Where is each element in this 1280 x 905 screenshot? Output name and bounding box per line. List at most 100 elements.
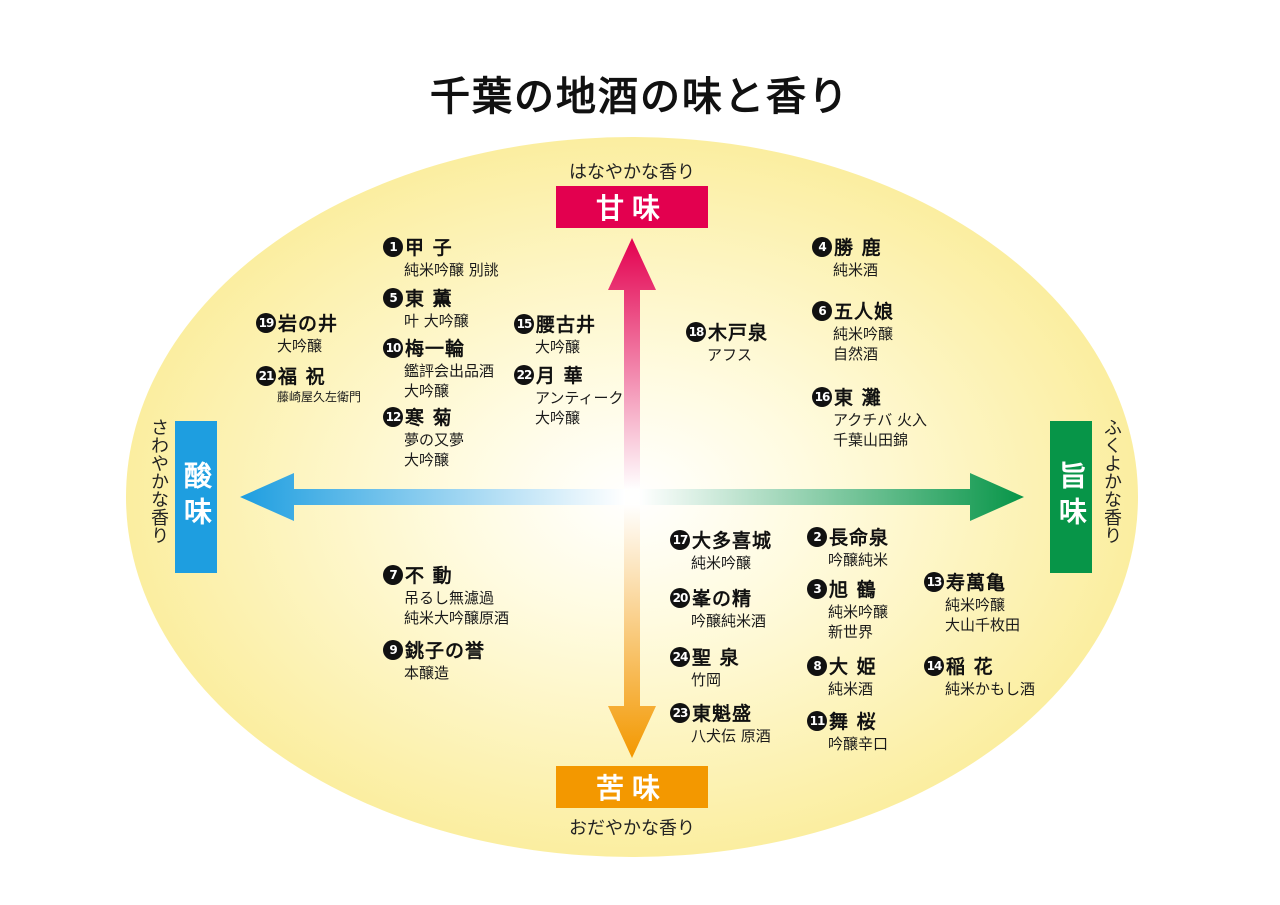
sake-name: 福 祝 (278, 366, 326, 388)
sake-grade: 純米吟醸 (691, 554, 752, 572)
sake-grade: 大山千枚田 (945, 616, 1021, 634)
arrow-right (639, 473, 1024, 521)
entry-number: 23 (670, 702, 690, 723)
sake-name: 寿萬亀 (946, 572, 1007, 594)
aroma-label-top: はなやかな香り (569, 162, 695, 183)
entry-number: 9 (383, 639, 403, 660)
sake-name: 甲 子 (405, 237, 453, 259)
sake-name: 腰古井 (536, 314, 597, 336)
entry-number: 18 (686, 321, 706, 342)
sake-name: 銚子の誉 (405, 640, 486, 662)
entry-number: 5 (383, 287, 403, 308)
entry-number: 22 (514, 364, 534, 385)
sake-grade: 千葉山田錦 (833, 431, 909, 449)
entry-number: 15 (514, 313, 534, 334)
sake-name: 舞 桜 (829, 711, 877, 733)
sake-name: 峯の精 (692, 588, 753, 610)
page-title: 千葉の地酒の味と香り (430, 73, 850, 120)
arrow-up (608, 238, 656, 490)
sake-name: 五人娘 (834, 301, 895, 323)
axis-label-bitter: 苦味 (556, 766, 708, 808)
entry-number: 19 (256, 312, 276, 333)
sake-grade: 純米大吟醸原酒 (404, 609, 510, 627)
sake-name: 岩の井 (278, 313, 339, 335)
entry-number: 16 (812, 386, 832, 407)
sake-grade: 大吟醸 (404, 451, 450, 469)
aroma-label-right: ふくよかな香り (1101, 418, 1122, 544)
entry-number: 14 (924, 655, 944, 676)
sake-name: 東 薫 (405, 288, 453, 310)
entry-number: 7 (383, 564, 403, 585)
entry-number: 6 (812, 300, 832, 321)
sake-name: 不 動 (405, 565, 453, 587)
sake-grade: 純米吟醸 (833, 325, 894, 343)
sake-name: 月 華 (536, 365, 584, 387)
entry-number: 12 (383, 406, 403, 427)
sake-grade: 吟醸純米 (828, 551, 889, 569)
axis-label-umami: 旨味 (1050, 421, 1092, 573)
axis-label-sweet: 甘味 (556, 186, 708, 228)
sake-grade: 大吟醸 (404, 382, 450, 400)
entry-number: 3 (807, 578, 827, 599)
entry-number: 11 (807, 710, 827, 731)
entry-number: 24 (670, 646, 690, 667)
sake-grade: 大吟醸 (535, 338, 581, 356)
sake-name: 東魁盛 (692, 703, 753, 725)
entry-number: 1 (383, 236, 403, 257)
sake-grade: 大吟醸 (277, 337, 323, 355)
aroma-label-bottom: おだやかな香り (569, 818, 695, 839)
sake-grade: 吊るし無濾過 (404, 589, 495, 607)
sake-name: 大多喜城 (692, 530, 773, 552)
sake-grade: 八犬伝 原酒 (691, 727, 771, 745)
sake-grade: 大吟醸 (535, 409, 581, 427)
entry-number: 8 (807, 655, 827, 676)
sake-grade: 純米吟醸 (828, 603, 889, 621)
sake-grade: 新世界 (828, 623, 874, 641)
entry-number: 10 (383, 337, 403, 358)
sake-name: 勝 鹿 (834, 237, 882, 259)
sake-grade: 純米酒 (833, 261, 879, 279)
sake-grade: アンティーク (535, 389, 624, 407)
sake-grade: 自然酒 (833, 345, 879, 363)
sake-grade: アクチバ 火入 (833, 411, 928, 429)
sake-grade: 純米かもし酒 (945, 680, 1036, 698)
sake-grade: 叶 大吟醸 (404, 312, 469, 330)
sake-grade: 鑑評会出品酒 (404, 362, 495, 380)
sake-name: 大 姫 (829, 656, 877, 678)
sake-grade: 純米酒 (828, 680, 874, 698)
axis-label-sour: 酸味 (175, 421, 217, 573)
sake-grade: 吟醸辛口 (828, 735, 889, 753)
flavor-ellipse (126, 137, 1138, 857)
sake-name: 聖 泉 (692, 647, 740, 669)
arrow-left (240, 473, 625, 521)
sake-name: 木戸泉 (708, 322, 769, 344)
sake-grade: 本醸造 (404, 664, 450, 682)
sake-name: 旭 鶴 (829, 579, 877, 601)
sake-grade: 夢の又夢 (404, 431, 465, 449)
sake-name: 東 灘 (834, 387, 882, 409)
sake-grade: 純米吟醸 別誂 (404, 261, 499, 279)
